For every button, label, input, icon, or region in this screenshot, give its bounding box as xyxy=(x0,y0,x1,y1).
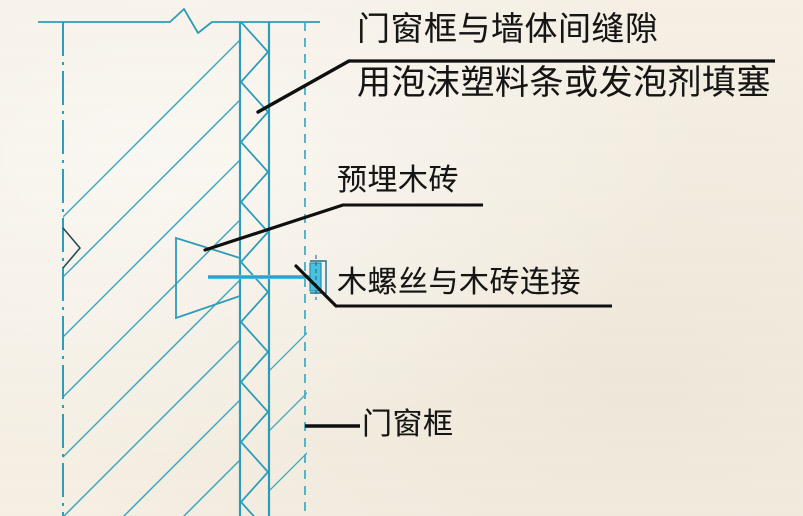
wood-brick-trapezoid xyxy=(175,236,241,320)
wall-hatching xyxy=(63,22,240,516)
leader-wood-brick xyxy=(203,203,483,252)
annotation-gap-filler-line2: 用泡沫塑料条或发泡剂填塞 xyxy=(357,63,771,103)
annotation-embedded-wood-brick: 预埋木砖 xyxy=(337,163,459,198)
annotation-gap-filler-line1: 门窗框与墙体间缝隙 xyxy=(357,9,659,48)
leader-gap-filler xyxy=(256,59,775,114)
screw-fitting-detail xyxy=(309,255,327,300)
annotation-door-window-frame: 门窗框 xyxy=(362,407,454,442)
top-boundary-line xyxy=(38,8,320,34)
left-break-symbol xyxy=(62,227,81,269)
leader-screw-connection xyxy=(294,264,612,308)
annotation-screw-connection: 木螺丝与木砖连接 xyxy=(337,265,581,300)
gap-filler-zigzag xyxy=(240,22,269,516)
